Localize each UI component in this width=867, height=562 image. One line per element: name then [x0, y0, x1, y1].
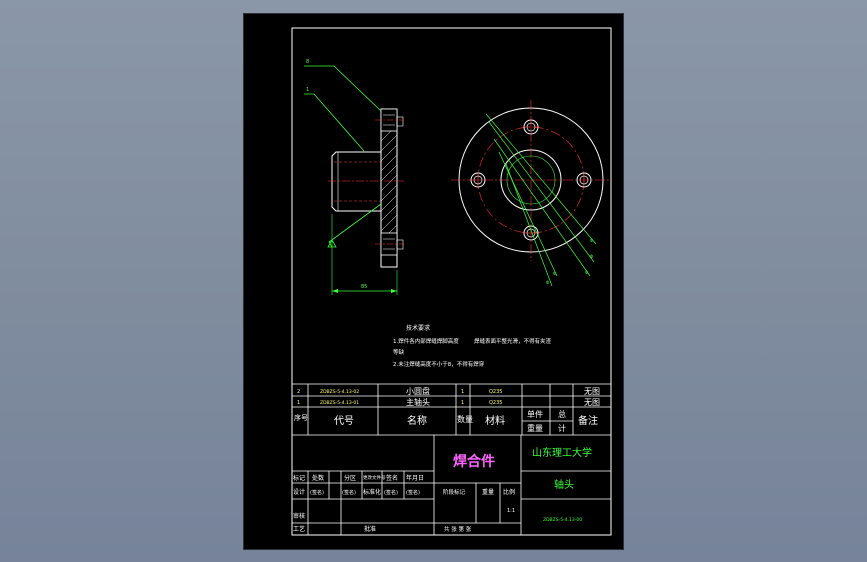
tech-req-line3: 2.未注焊缝高度不小于8，不得有焊穿 [393, 360, 485, 368]
tech-req-line1: 1.焊件各内部焊缝焊脚高度 [393, 337, 459, 345]
row2-code: ZDBZS-5-4.13-02 [320, 389, 359, 395]
engineering-drawing: 8 1 85 Φ Φ [291, 27, 612, 536]
row1-name: 主轴头 [406, 397, 430, 407]
label-signature-3: (签名) [384, 489, 398, 496]
header-qty: 数量 [457, 414, 473, 424]
section-view: 8 1 85 [304, 59, 404, 295]
dim-label-base: 85 [361, 284, 367, 290]
header-name: 名称 [407, 414, 427, 427]
header-weight-sub: 重量 [527, 423, 543, 433]
svg-text:Φ: Φ [590, 238, 593, 243]
header-unit: 单件 [527, 409, 543, 419]
scale-value: 1:1 [507, 508, 515, 514]
header-no: 序号 [294, 413, 308, 422]
drawing-sheet: 8 1 85 Φ Φ [244, 14, 623, 549]
label-design: 设计 [293, 488, 305, 496]
sheet-info: 共 张 第 张 [444, 525, 472, 533]
header-material: 材料 [485, 414, 505, 427]
dim-label-1: 8 [306, 59, 309, 65]
drawing-frame [291, 27, 612, 536]
front-view: Φ Φ Φ Φ Φ [451, 100, 610, 287]
header-weight: 总 [558, 409, 566, 419]
label-approve: 批准 [364, 525, 376, 533]
technical-requirements: 技术要求 1.焊件各内部焊缝焊脚高度 焊缝表面平整光滑，不得有夹渣 等缺 2.未… [393, 324, 552, 368]
dim-label-2: 1 [306, 87, 309, 93]
label-zone: 分区 [344, 474, 356, 482]
label-count: 处数 [312, 474, 324, 482]
svg-text:Φ: Φ [590, 254, 593, 259]
svg-text:Φ: Φ [546, 280, 549, 285]
label-stage-mark: 阶段标记 [443, 488, 466, 496]
label-review: 审核 [293, 512, 305, 520]
extra-bottom: 无图 [584, 398, 600, 407]
label-ratio: 比例 [503, 488, 515, 496]
row1-material: Q235 [489, 400, 502, 406]
title-block-grid [292, 435, 611, 535]
label-date: 年月日 [406, 474, 424, 482]
label-signature-1: (签名) [310, 489, 324, 496]
tech-req-title: 技术要求 [406, 324, 430, 332]
label-change-doc: 更改文件号 [363, 474, 386, 481]
tech-req-line1b: 焊缝表面平整光滑，不得有夹渣 [474, 337, 552, 345]
part-type: 焊合件 [453, 453, 495, 470]
label-process: 工艺 [293, 525, 305, 533]
label-signature-4: (签名) [406, 489, 420, 496]
row2-name: 小圆盘 [406, 386, 430, 396]
label-signature-2: (签名) [342, 489, 356, 496]
drawing-no: ZDBZS-5-4.13-00 [543, 517, 582, 523]
svg-text:Φ: Φ [585, 270, 588, 275]
row1-no: 1 [297, 400, 300, 406]
drawing-name: 轴头 [554, 478, 574, 491]
header-note: 备注 [578, 414, 598, 427]
label-mark: 标记 [293, 474, 305, 482]
label-std: 标准化 [363, 488, 381, 496]
header-code: 代号 [334, 415, 354, 427]
university: 山东理工大学 [532, 446, 592, 459]
row1-code: ZDBZS-5-4.13-01 [320, 400, 359, 406]
label-sign: 签名 [386, 474, 398, 482]
row2-qty: 1 [461, 389, 464, 395]
row1-qty: 1 [461, 400, 464, 406]
svg-text:Φ: Φ [553, 271, 556, 276]
extra-top: 无图 [584, 387, 600, 396]
header-weight-sub2: 计 [558, 423, 566, 433]
parts-list [292, 383, 611, 436]
title-block-text: 标记 处数 分区 更改文件号 签名 年月日 设计 (签名) (签名) 标准化 (… [293, 446, 592, 533]
row2-no: 2 [297, 389, 300, 395]
row2-material: Q235 [489, 389, 502, 395]
label-weight: 重量 [482, 488, 494, 496]
parts-list-text: 2 ZDBZS-5-4.13-02 小圆盘 1 Q235 无图 1 ZDBZS-… [294, 386, 600, 433]
tech-req-line2: 等缺 [393, 348, 405, 356]
